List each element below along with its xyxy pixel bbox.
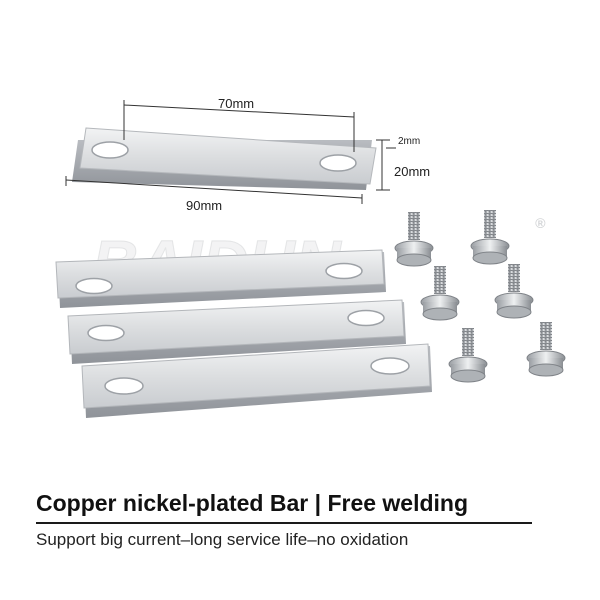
caption-title: Copper nickel-plated Bar | Free welding: [36, 490, 469, 516]
screw-1: [394, 212, 434, 267]
caption-divider: [36, 522, 532, 524]
bus-bar-3: [81, 343, 432, 418]
dimension-90mm: 90mm: [186, 198, 222, 213]
screw-5: [448, 328, 488, 383]
bus-bar-2: [67, 299, 406, 364]
registered-mark: ®: [535, 215, 546, 231]
dimension-70mm: 70mm: [218, 96, 254, 111]
dimension-20mm: 20mm: [394, 164, 430, 179]
screw-3: [420, 266, 460, 321]
screw-4: [494, 264, 534, 319]
bus-bar-1: [55, 249, 386, 308]
top-bus-bar: [72, 127, 377, 190]
caption-subtitle: Support big current–long service life–no…: [36, 530, 409, 549]
screw-6: [526, 322, 566, 377]
dimension-lines: [65, 100, 396, 204]
dimension-2mm: 2mm: [398, 136, 420, 147]
screw-2: [470, 210, 510, 265]
